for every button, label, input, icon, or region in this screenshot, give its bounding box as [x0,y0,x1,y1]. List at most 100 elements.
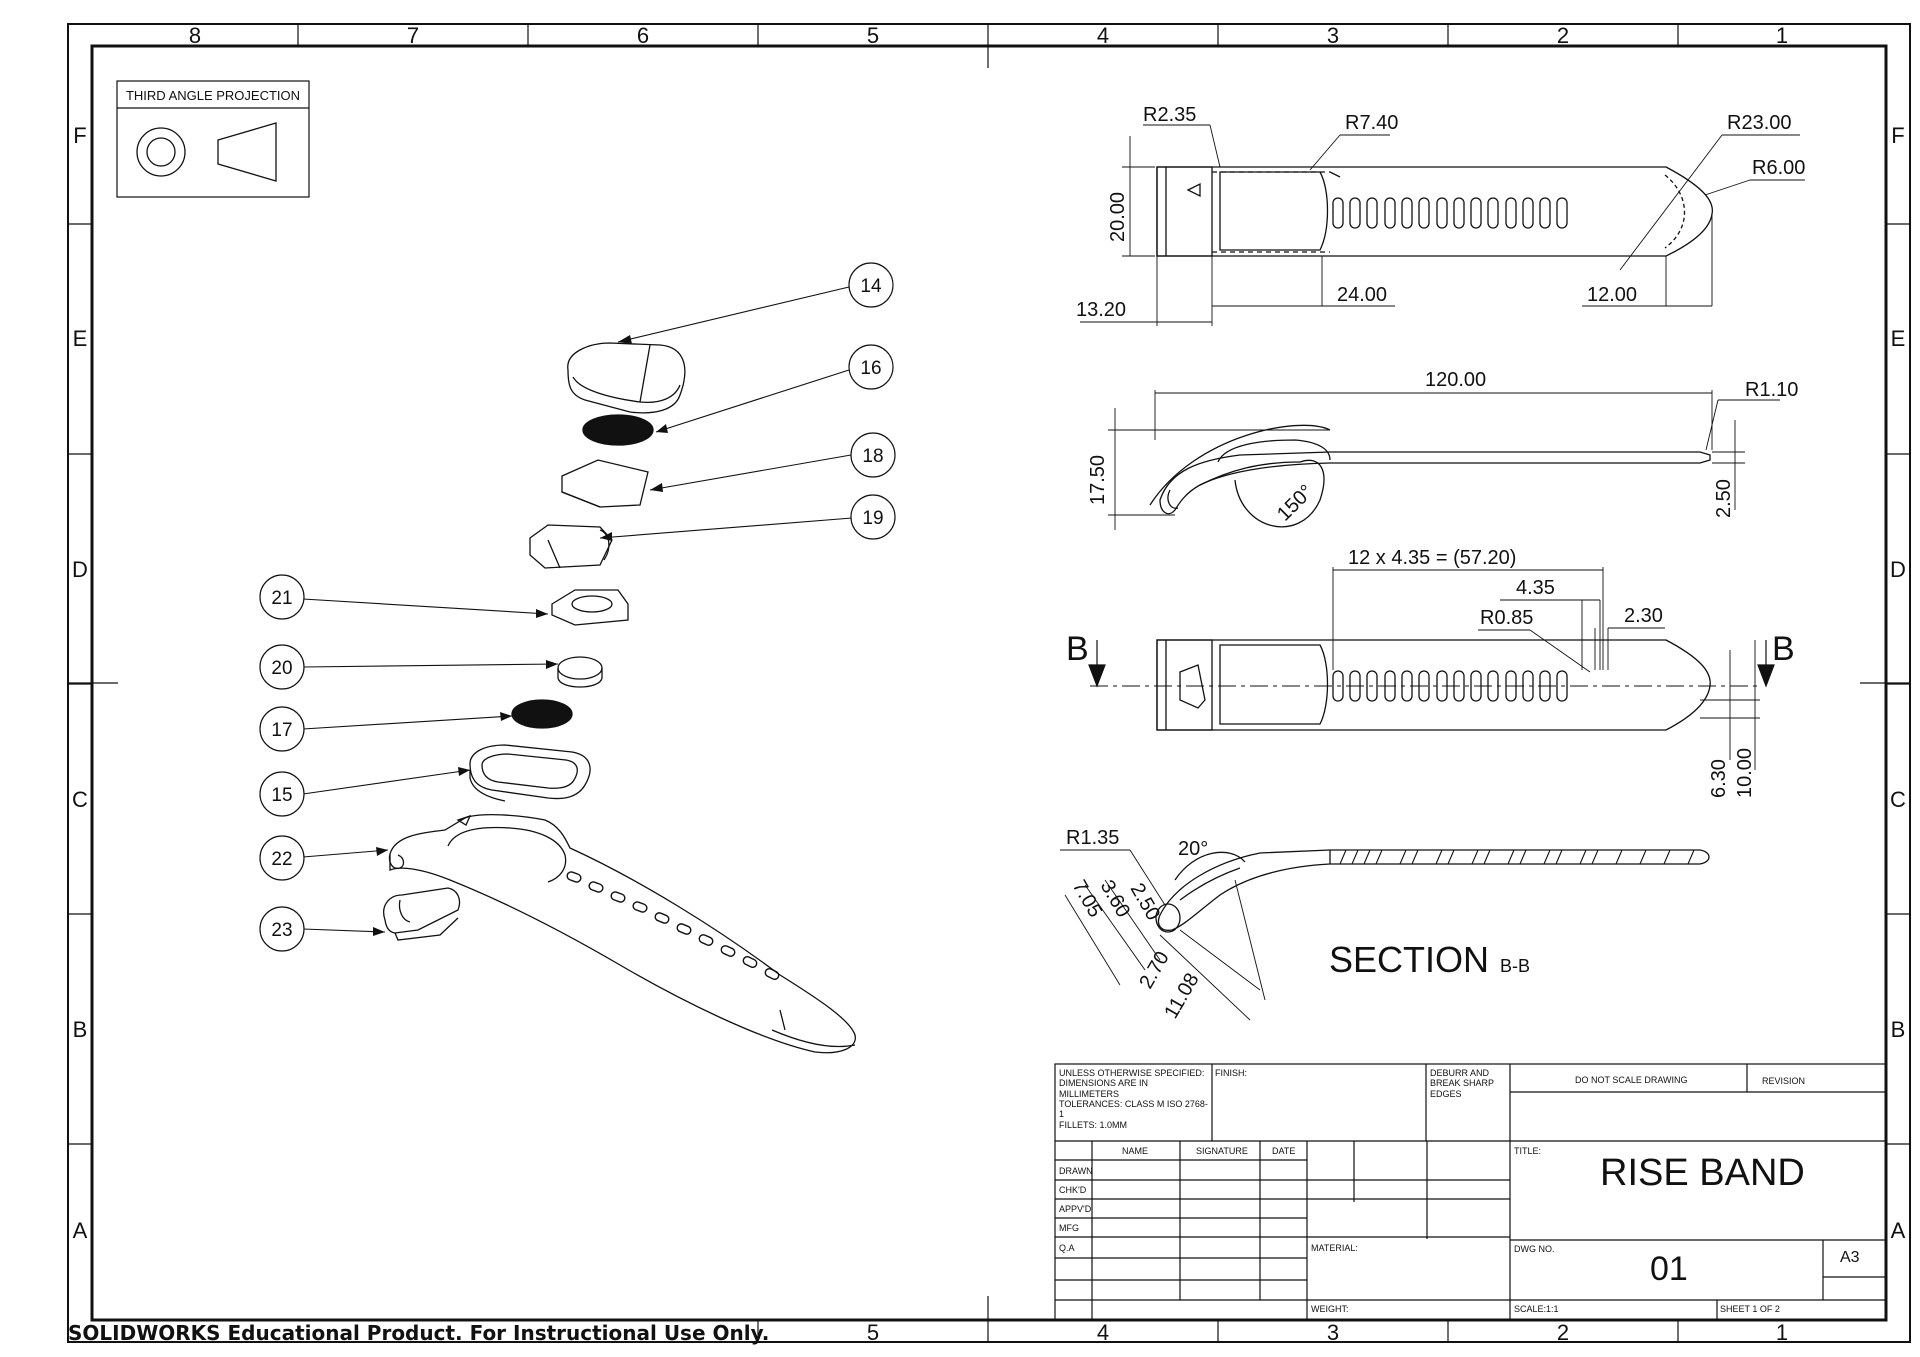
section-title: SECTION [1329,939,1489,980]
sheet-size: A3 [1840,1249,1860,1266]
top-view-slots [1332,197,1568,229]
part-17-gasket [511,699,573,729]
row-qa: Q.A [1059,1243,1075,1253]
dim-r1-35: R1.35 [1066,827,1119,849]
zone-top-3: 3 [1327,23,1339,48]
dim-10-00: 10.00 [1734,748,1756,798]
balloon-21: 21 [271,588,292,609]
dim-12-00: 12.00 [1587,284,1637,306]
col-date: DATE [1272,1146,1296,1156]
row-drawn: DRAWN [1059,1166,1093,1176]
balloon-17: 17 [271,720,292,741]
dim-r0-85: R0.85 [1480,607,1533,629]
revision-label: REVISION [1762,1076,1806,1086]
dim-6-30: 6.30 [1708,759,1730,798]
dim-sec-2-70: 2.70 [1135,948,1174,993]
part-18-board [561,459,649,508]
balloon-arrowheads [373,335,668,936]
zone-right-F: F [1891,123,1904,148]
dim-r6-00: R6.00 [1752,157,1805,179]
side-view [1149,424,1711,528]
zone-right-B: B [1891,1017,1906,1042]
zone-bottom-3: 3 [1327,1320,1339,1345]
dim-r7-40: R7.40 [1345,112,1398,134]
plan-view-dim-text: 12 x 4.35 = (57.20) 4.35 R0.85 2.30 6.30… [1066,547,1795,798]
section-hatch [1339,849,1695,865]
zone-top-4: 4 [1097,23,1109,48]
dim-20-deg: 20° [1178,838,1208,860]
part-21-housing [551,589,629,626]
balloon-18: 18 [862,446,883,467]
col-signature: SIGNATURE [1196,1146,1248,1156]
balloon-19: 19 [862,508,883,529]
dim-2-30: 2.30 [1624,605,1663,627]
balloon-leaders [302,286,853,933]
no-scale-label: DO NOT SCALE DRAWING [1575,1075,1688,1085]
projection-symbol: THIRD ANGLE PROJECTION [116,80,310,198]
finish-label: FINISH: [1215,1068,1248,1078]
zone-bottom-1: 1 [1776,1320,1788,1345]
zone-right-C: C [1890,787,1906,812]
section-mark-right: B [1772,630,1795,668]
balloon-23: 23 [271,920,292,941]
title-block-grid [1054,1063,1887,1321]
top-view-dim-text: R2.35 R7.40 R23.00 R6.00 20.00 13.20 24.… [1076,104,1805,321]
zone-top-7: 7 [407,23,419,48]
balloon-16: 16 [860,358,881,379]
projection-label: THIRD ANGLE PROJECTION [126,88,300,103]
zone-top-8: 8 [189,23,201,48]
dim-24-00: 24.00 [1337,284,1387,306]
top-view-dims [1080,124,1805,326]
weight-label: WEIGHT: [1311,1304,1349,1314]
balloon-14: 14 [860,276,882,297]
plan-view-dims [1332,567,1760,770]
dim-17-50: 17.50 [1087,455,1109,505]
side-view-dim-text: 120.00 R1.10 17.50 2.50 150° [1087,369,1798,526]
part-22-band [388,814,856,1054]
zone-right-E: E [1891,326,1906,351]
section-subtitle: B-B [1500,956,1530,976]
row-approved: APPV'D [1059,1204,1092,1214]
section-mark-left: B [1066,630,1089,668]
zone-right-D: D [1890,557,1906,582]
balloons [259,262,896,952]
exploded-view [383,342,856,1054]
zone-bottom-2: 2 [1557,1320,1569,1345]
balloon-15: 15 [271,785,292,806]
scale-label: SCALE:1:1 [1514,1304,1559,1314]
side-view-dims [1108,390,1780,530]
row-mfg: MFG [1059,1223,1079,1233]
zone-top-1: 1 [1776,23,1788,48]
zone-right-A: A [1891,1218,1906,1243]
section-view-dims [1060,849,1266,1021]
col-name: NAME [1122,1146,1149,1156]
zone-bottom-4: 4 [1097,1320,1109,1345]
part-15-frame [469,744,591,802]
part-20-coin-cell [557,656,603,688]
zone-left-E: E [73,326,88,351]
part-23-clip [383,887,461,941]
drawing-number: 01 [1650,1250,1688,1288]
dim-sec-7-05: 7.05 [1068,877,1107,922]
dim-150-deg: 150° [1273,481,1318,526]
tolerance-notes: UNLESS OTHERWISE SPECIFIED: DIMENSIONS A… [1059,1068,1208,1130]
zone-bottom-5: 5 [867,1320,879,1345]
zone-left-C: C [72,787,88,812]
dim-sec-11-08: 11.08 [1160,969,1203,1022]
section-view [1155,849,1710,933]
top-view [1156,166,1713,257]
row-checked: CHK'D [1059,1185,1087,1195]
balloon-22: 22 [271,849,292,870]
zone-left-A: A [73,1218,88,1243]
sheet-count: SHEET 1 OF 2 [1720,1304,1780,1314]
plan-view-slots [1332,670,1568,702]
educational-watermark: SOLIDWORKS Educational Product. For Inst… [68,1321,770,1345]
section-arrows [1088,640,1775,688]
dim-4-35: 4.35 [1516,577,1555,599]
drawing-title: RISE BAND [1600,1152,1805,1194]
dim-r2-35: R2.35 [1143,104,1196,126]
zone-left-D: D [72,557,88,582]
dim-pitch: 12 x 4.35 = (57.20) [1348,547,1516,569]
dim-20-00: 20.00 [1107,192,1129,242]
